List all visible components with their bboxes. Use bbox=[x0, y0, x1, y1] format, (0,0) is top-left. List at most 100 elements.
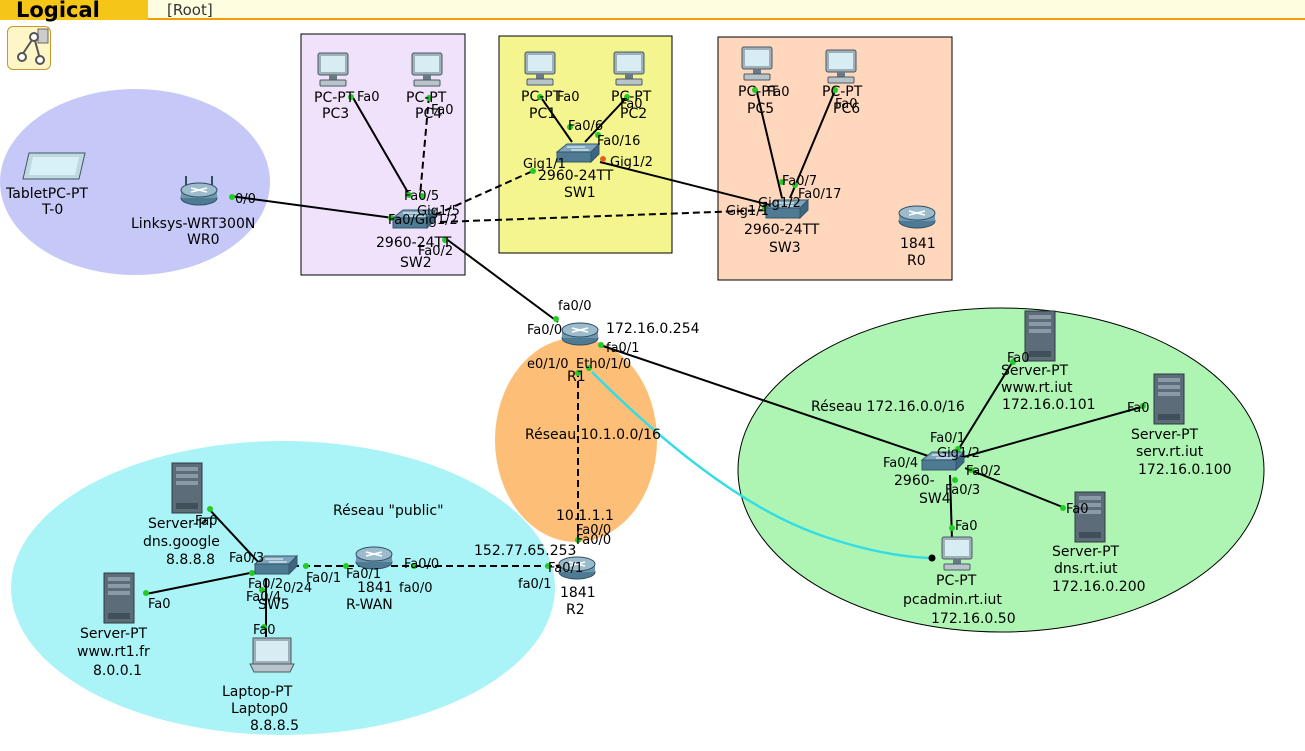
pc5-model: PC-PT bbox=[738, 84, 779, 100]
port-label: Fa0 bbox=[148, 597, 171, 612]
r0-model: 1841 bbox=[900, 236, 936, 252]
console-end-dot bbox=[928, 554, 936, 562]
sw4-name: SW4 bbox=[919, 491, 951, 507]
pc2-icon[interactable] bbox=[613, 51, 645, 86]
wr0-model: Linksys-WRT300N bbox=[131, 216, 255, 232]
pc5-icon[interactable] bbox=[741, 46, 773, 81]
workspace-toolbar: Logical [Root] bbox=[0, 0, 1305, 21]
srv-www-iut-name: www.rt.iut bbox=[1001, 380, 1073, 396]
laptop-model: Laptop-PT bbox=[222, 684, 293, 700]
sw1-model: 2960-24TT bbox=[538, 168, 614, 184]
network-label-transit: Réseau 10.1.0.0/16 bbox=[525, 427, 661, 443]
server-rt1-icon[interactable] bbox=[103, 572, 135, 624]
srv-serv-iut-model: Server-PT bbox=[1131, 427, 1199, 443]
port-label: Fa0/1 bbox=[346, 567, 381, 582]
pcadmin-ip: 172.16.0.50 bbox=[931, 611, 1016, 627]
port-label: fa0/0 bbox=[399, 581, 432, 596]
rwan-icon[interactable] bbox=[355, 546, 393, 570]
r2-lan-ip: 10.1.1.1 bbox=[556, 508, 614, 524]
device-labels: TabletPC-PT T-0 Linksys-WRT300N WR0 PC-P… bbox=[5, 84, 1232, 734]
port-label: Fa0/0 bbox=[527, 323, 562, 338]
pc6-name: PC6 bbox=[833, 101, 860, 117]
srv-dns-iut-name: dns.rt.iut bbox=[1054, 561, 1118, 577]
pc6-model: PC-PT bbox=[822, 84, 863, 100]
r1-icon[interactable] bbox=[561, 322, 599, 346]
port-labels: 0/0 Fa0 Fa0 Fa0/5 Gig1/5 Fa0/Gig1/2 Fa0/… bbox=[148, 85, 1150, 638]
port-label: Gig1/2 bbox=[758, 196, 801, 211]
sw5-name: SW5 bbox=[258, 597, 290, 613]
port-label: Fa0 bbox=[1066, 502, 1089, 517]
port-label: Fa0/3 bbox=[945, 483, 980, 498]
r0-name: R0 bbox=[907, 253, 926, 269]
port-label: Gig1/1 bbox=[726, 204, 769, 219]
port-label: fa0/1 bbox=[518, 577, 551, 592]
port-label: Fa0 bbox=[955, 519, 978, 534]
tablet-model: TabletPC-PT bbox=[5, 186, 88, 202]
port-label: Eth0/1/0 bbox=[576, 357, 631, 372]
port-label: Fa0 bbox=[557, 90, 580, 105]
logical-view-tab[interactable]: Logical bbox=[0, 0, 148, 21]
srv-google-model: Server-PT bbox=[148, 516, 216, 532]
server-google-icon[interactable] bbox=[171, 462, 203, 514]
pcadmin-name: pcadmin.rt.iut bbox=[903, 592, 1002, 608]
port-label: Fa0 bbox=[357, 90, 380, 105]
port-label: Fa0/7 bbox=[782, 174, 817, 189]
srv-www-iut-model: Server-PT bbox=[1001, 363, 1069, 379]
pc2-name: PC2 bbox=[620, 106, 647, 122]
rwan-name: R-WAN bbox=[346, 597, 393, 613]
pc6-icon[interactable] bbox=[825, 49, 857, 84]
pcadmin-model: PC-PT bbox=[936, 573, 977, 589]
port-label: Fa0/17 bbox=[798, 187, 841, 202]
wireless-zone bbox=[0, 89, 270, 275]
sw1-name: SW1 bbox=[564, 185, 596, 201]
transit-zone bbox=[495, 338, 657, 542]
port-label: Fa0/0 bbox=[576, 533, 611, 548]
port-label: Fa0 bbox=[253, 623, 276, 638]
laptop-icon[interactable] bbox=[249, 637, 295, 673]
port-label: Fa0 bbox=[431, 103, 454, 118]
sw3-name: SW3 bbox=[769, 240, 801, 256]
port-label: fa0/0 bbox=[558, 299, 591, 314]
laptop-name: Laptop0 bbox=[231, 701, 288, 717]
port-label: Fa0/0 bbox=[404, 557, 439, 572]
r2-name: R2 bbox=[566, 602, 585, 618]
laptop-ip: 8.8.8.5 bbox=[250, 718, 299, 734]
port-label: Fa0 bbox=[620, 97, 643, 112]
r2-model: 1841 bbox=[560, 585, 596, 601]
network-label-public: Réseau "public" bbox=[333, 503, 444, 519]
pcadmin-icon[interactable] bbox=[941, 536, 973, 571]
port-label: Gig1/1 bbox=[523, 157, 566, 172]
port-label: Fa0/2 bbox=[418, 244, 453, 259]
tablet-device[interactable] bbox=[22, 152, 86, 180]
port-label: Fa0/Gig1/2 bbox=[388, 213, 458, 228]
r1-ip: 172.16.0.254 bbox=[606, 321, 700, 337]
pc3-icon[interactable] bbox=[317, 52, 349, 87]
root-path-label[interactable]: [Root] bbox=[167, 1, 213, 19]
pc4-name: PC4 bbox=[415, 106, 442, 122]
console-cable bbox=[591, 371, 931, 560]
r0-icon[interactable] bbox=[898, 205, 936, 229]
port-label: 0/24 bbox=[283, 581, 312, 596]
pc1-name: PC1 bbox=[529, 106, 556, 122]
r1-name: R1 bbox=[567, 369, 586, 385]
pc4-icon[interactable] bbox=[411, 52, 443, 87]
network-label-lan: Réseau 172.16.0.0/16 bbox=[811, 399, 965, 415]
port-label: Fa0/1 bbox=[306, 571, 341, 586]
network-navigation-icon[interactable] bbox=[7, 26, 51, 70]
sw2-name: SW2 bbox=[400, 255, 432, 271]
port-label: Fa0/6 bbox=[568, 119, 603, 134]
port-label: Gig1/5 bbox=[417, 204, 460, 219]
wr0-router[interactable] bbox=[180, 176, 218, 206]
pc5-name: PC5 bbox=[747, 101, 774, 117]
port-label: Fa0/5 bbox=[404, 189, 439, 204]
port-label: Fa0/2 bbox=[966, 464, 1001, 479]
server-serv-iut-icon[interactable] bbox=[1153, 373, 1185, 425]
port-label: e0/1/0 bbox=[527, 357, 569, 372]
srv-rt1-ip: 8.0.0.1 bbox=[93, 663, 142, 679]
pc1-icon[interactable] bbox=[524, 51, 556, 86]
srv-google-name: dns.google bbox=[143, 534, 220, 550]
srv-rt1-model: Server-PT bbox=[80, 626, 148, 642]
server-dns-iut-icon[interactable] bbox=[1074, 491, 1106, 543]
port-label: Gig1/2 bbox=[610, 155, 653, 170]
